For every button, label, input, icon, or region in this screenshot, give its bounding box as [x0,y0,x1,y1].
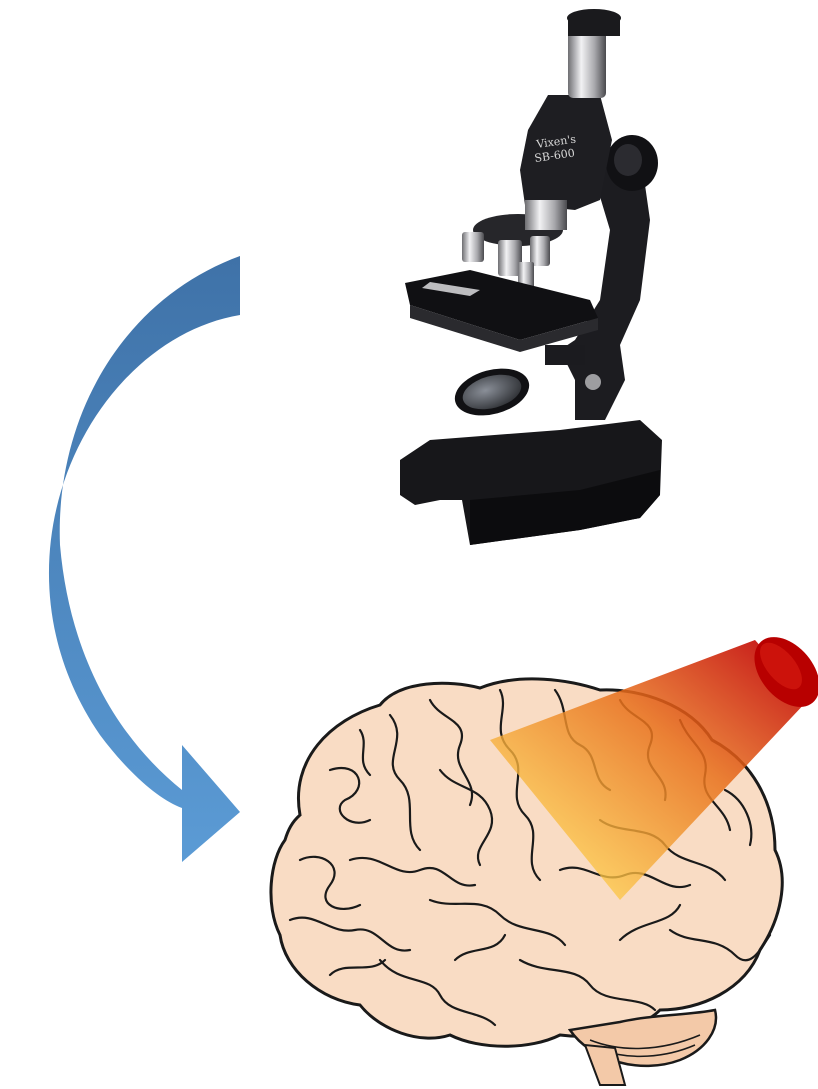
curved-arrow [49,256,240,862]
microscope-image: Vixen's SB-600 [400,9,662,545]
